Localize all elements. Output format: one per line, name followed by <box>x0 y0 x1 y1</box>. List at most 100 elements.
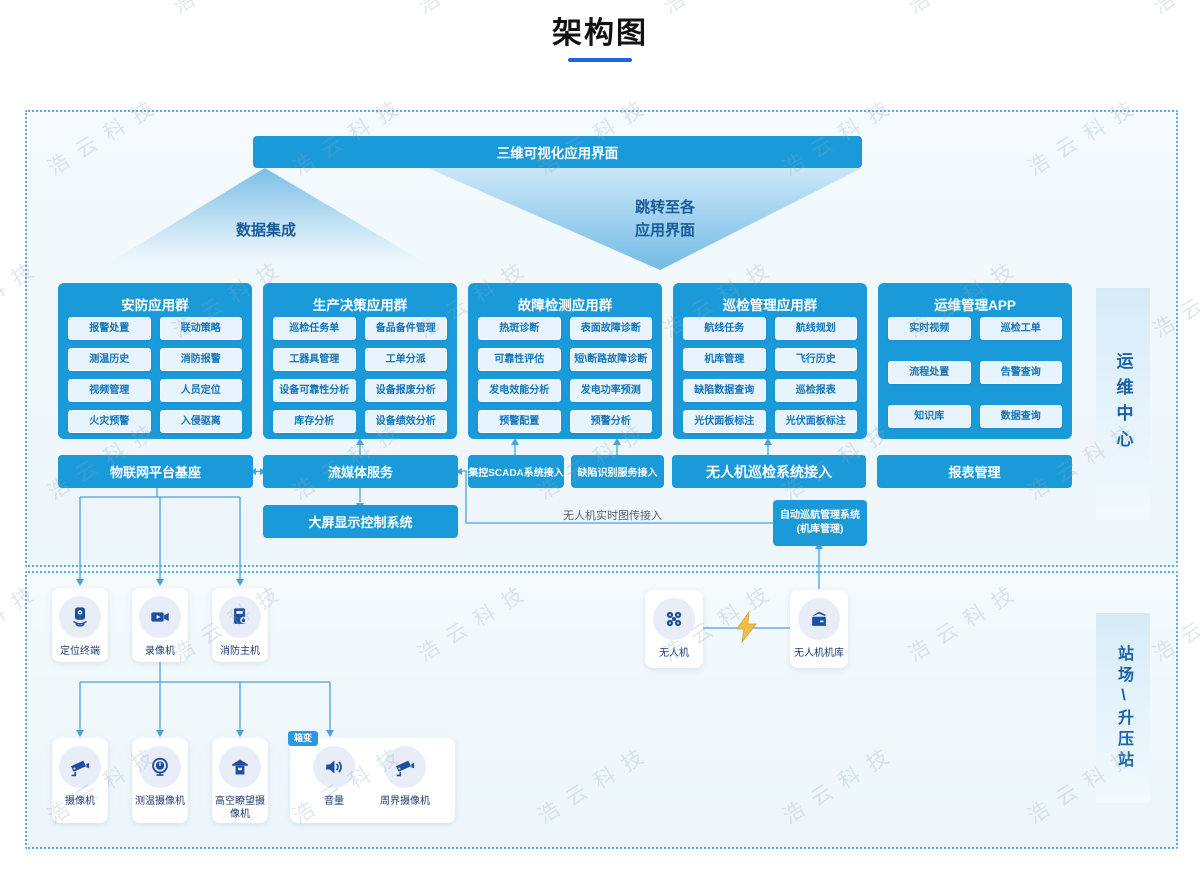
app-group-production: 生产决策应用群 巡检任务单 备品备件管理 工器具管理 工单分派 设备可靠性分析 … <box>263 283 457 439</box>
speaker-icon <box>313 746 355 788</box>
hangar-icon <box>798 598 840 640</box>
device-card-thermal-camera: 测温摄像机 <box>132 738 188 823</box>
app-group-ops-app: 运维管理APP 实时视频 巡检工单 流程处置 告警查询 知识库 数据查询 <box>878 283 1072 439</box>
uav-inspection-access-bar: 无人机巡检系统接入 <box>672 455 866 488</box>
device-card-drone-hangar: 无人机机库 <box>790 590 848 668</box>
defect-recognition-bar: 缺陷识别服务接入 <box>571 455 664 488</box>
auto-cruise-line1: 自动巡航管理系统 <box>780 510 860 521</box>
group-item: 备品备件管理 <box>364 317 447 340</box>
ops-center-label: 运维中心 <box>1113 352 1133 456</box>
drone-icon <box>653 598 695 640</box>
iot-platform-bar: 物联网平台基座 <box>58 455 253 488</box>
group-item: 库存分析 <box>273 410 356 433</box>
group-items: 热斑诊断 表面故障诊断 可靠性评估 短\断路故障诊断 发电效能分析 发电功率预测… <box>478 317 652 433</box>
device-label: 摄像机 <box>65 796 95 807</box>
group-item: 火灾预警 <box>68 410 151 433</box>
group-title: 故障检测应用群 <box>517 298 613 313</box>
app-group-inspection: 巡检管理应用群 航线任务 航线规划 机库管理 飞行历史 缺陷数据查询 巡检报表 … <box>673 283 867 439</box>
device-perimeter-camera: 周界摄像机 <box>378 738 432 808</box>
box-transformer-badge: 箱变 <box>288 731 319 746</box>
group-item: 光伏面板标注 <box>683 410 766 433</box>
device-card-box-transformer: 箱变 音量 周界摄像机 <box>288 731 455 823</box>
group-item: 工单分派 <box>364 348 447 371</box>
group-items: 报警处置 联动策略 测温历史 消防报警 视频管理 人员定位 火灾预警 入侵驱离 <box>68 317 242 433</box>
group-item: 航线规划 <box>774 317 857 340</box>
page-title: 架构图 <box>552 17 648 50</box>
group-item: 联动策略 <box>159 317 242 340</box>
group-item: 视频管理 <box>68 379 151 402</box>
group-items: 实时视频 巡检工单 流程处置 告警查询 知识库 数据查询 <box>888 317 1062 428</box>
group-item: 人员定位 <box>159 379 242 402</box>
group-item: 知识库 <box>888 405 971 428</box>
auto-cruise-system-bar: 自动巡航管理系统 (机库管理) <box>773 500 867 546</box>
scada-access-bar: 集控SCADA系统接入 <box>468 455 564 488</box>
locator-icon <box>59 596 101 638</box>
app-group-fault-detection: 故障检测应用群 热斑诊断 表面故障诊断 可靠性评估 短\断路故障诊断 发电效能分… <box>468 283 662 439</box>
thermal-camera-icon <box>139 746 181 788</box>
perimeter-cctv-icon <box>384 746 426 788</box>
group-item: 巡检任务单 <box>273 317 356 340</box>
group-item: 设备报废分析 <box>364 379 447 402</box>
group-item: 发电效能分析 <box>478 379 561 402</box>
group-item: 告警查询 <box>979 361 1062 384</box>
group-item: 测温历史 <box>68 348 151 371</box>
ops-center-strip: 运维中心 <box>1096 288 1150 520</box>
device-card-camera: 摄像机 <box>52 738 108 823</box>
station-strip: 站场\升压站 <box>1096 613 1150 803</box>
group-item: 消防报警 <box>159 348 242 371</box>
group-item: 可靠性评估 <box>478 348 561 371</box>
group-title: 生产决策应用群 <box>312 298 408 313</box>
title-underline <box>568 58 632 62</box>
data-integration-label: 数据集成 <box>235 222 296 239</box>
group-item: 工器具管理 <box>273 348 356 371</box>
report-management-bar: 报表管理 <box>877 455 1072 488</box>
group-item: 光伏面板标注 <box>774 410 857 433</box>
group-item: 表面故障诊断 <box>569 317 652 340</box>
device-card-recorder: 录像机 <box>132 588 188 662</box>
group-title: 运维管理APP <box>934 298 1016 313</box>
cctv-icon <box>59 746 101 788</box>
group-item: 巡检报表 <box>774 379 857 402</box>
group-item: 设备绩效分析 <box>364 410 447 433</box>
station-label: 站场\升压站 <box>1115 644 1132 772</box>
group-item: 飞行历史 <box>774 348 857 371</box>
device-label: 无人机 <box>659 648 689 659</box>
jump-label-line1: 跳转至各 <box>634 199 695 216</box>
watchtower-icon <box>219 746 261 788</box>
group-item: 预警分析 <box>569 410 652 433</box>
group-item: 缺陷数据查询 <box>683 379 766 402</box>
streaming-service-bar: 流媒体服务 <box>263 455 458 488</box>
group-item: 报警处置 <box>68 317 151 340</box>
device-label: 无人机机库 <box>794 648 844 659</box>
device-label: 周界摄像机 <box>380 796 430 807</box>
uav-realtime-video-label: 无人机实时图传接入 <box>563 510 662 522</box>
lightning-icon <box>736 610 757 644</box>
group-items: 巡检任务单 备品备件管理 工器具管理 工单分派 设备可靠性分析 设备报废分析 库… <box>273 317 447 433</box>
group-title: 巡检管理应用群 <box>722 298 818 313</box>
device-label: 定位终端 <box>60 646 100 657</box>
device-label: 高空瞭望摄像机 <box>215 796 265 820</box>
fire-panel-icon <box>219 596 261 638</box>
group-item: 实时视频 <box>888 317 971 340</box>
group-title: 安防应用群 <box>121 298 189 313</box>
app-group-security: 安防应用群 报警处置 联动策略 测温历史 消防报警 视频管理 人员定位 火灾预警… <box>58 283 252 439</box>
group-item: 设备可靠性分析 <box>273 379 356 402</box>
camcorder-icon <box>139 596 181 638</box>
group-item: 数据查询 <box>979 405 1062 428</box>
group-item: 预警配置 <box>478 410 561 433</box>
group-item: 航线任务 <box>683 317 766 340</box>
group-items: 航线任务 航线规划 机库管理 飞行历史 缺陷数据查询 巡检报表 光伏面板标注 光… <box>683 317 857 433</box>
group-item: 发电功率预测 <box>569 379 652 402</box>
device-volume: 音量 <box>313 738 355 808</box>
device-label: 消防主机 <box>220 646 260 657</box>
main-interface-bar: 三维可视化应用界面 <box>253 136 862 168</box>
group-item: 巡检工单 <box>979 317 1062 340</box>
jump-label: 跳转至各 应用界面 <box>600 196 730 242</box>
group-item: 机库管理 <box>683 348 766 371</box>
device-card-fire-host: 消防主机 <box>212 588 268 662</box>
device-card-watchtower-camera: 高空瞭望摄像机 <box>212 738 268 823</box>
device-label: 测温摄像机 <box>135 796 185 807</box>
device-label: 录像机 <box>145 646 175 657</box>
